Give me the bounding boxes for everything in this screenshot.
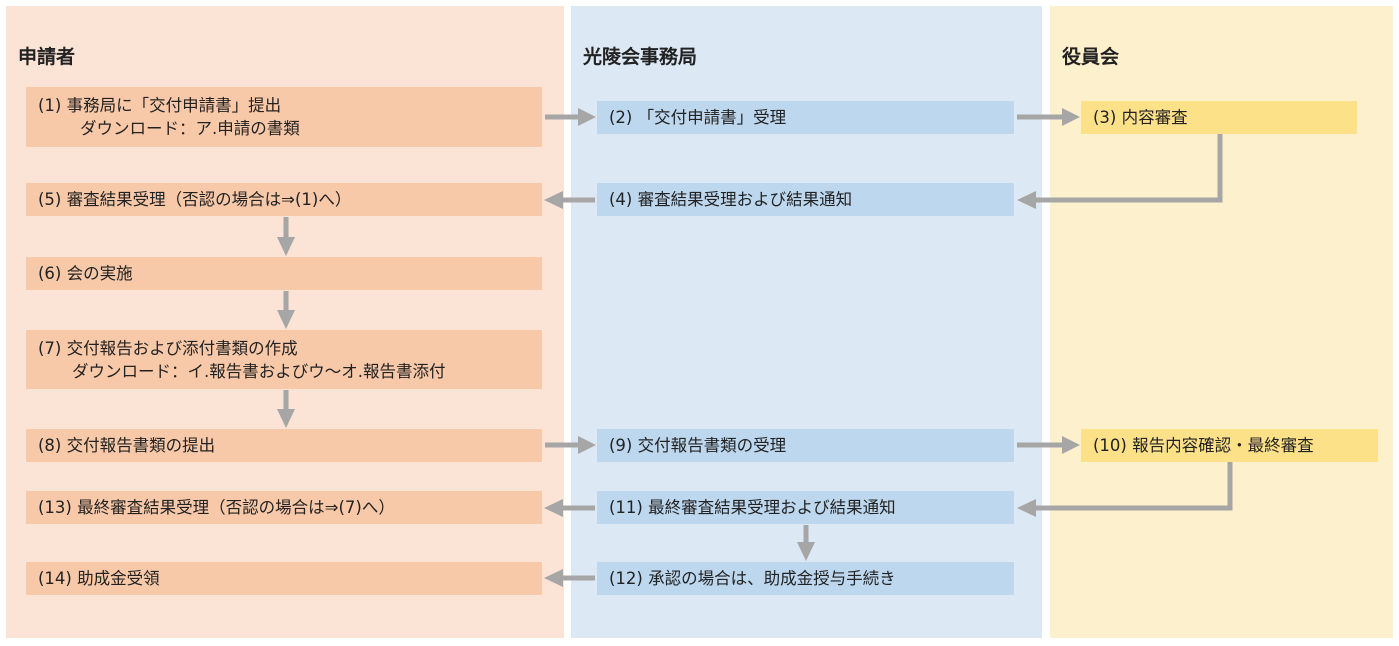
lane-title-applicant: 申請者	[18, 46, 76, 68]
step-7-download-note: ダウンロード：イ.報告書およびウ～オ.報告書添付	[72, 361, 446, 381]
step-10-label: (10) 報告内容確認・最終審査	[1093, 436, 1314, 455]
step-2-label: (2) 「交付申請書」受理	[609, 108, 787, 127]
step-2-accept-application: (2) 「交付申請書」受理	[597, 101, 1014, 134]
lane-title-board: 役員会	[1062, 46, 1120, 68]
step-6-hold-event: (6) 会の実施	[26, 257, 542, 290]
step-4-label: (4) 審査結果受理および結果通知	[609, 190, 853, 209]
step-5-label: (5) 審査結果受理（否認の場合は⇒(1)へ）	[38, 190, 352, 209]
lane-title-office: 光陵会事務局	[583, 46, 698, 68]
step-13-label: (13) 最終審査結果受理（否認の場合は⇒(7)へ）	[38, 498, 395, 517]
step-14-label: (14) 助成金受領	[38, 569, 160, 588]
step-5-receive-review-result: (5) 審査結果受理（否認の場合は⇒(1)へ）	[26, 183, 542, 216]
step-12-grant-procedure: (12) 承認の場合は、助成金授与手続き	[597, 562, 1014, 595]
step-13-receive-final-result: (13) 最終審査結果受理（否認の場合は⇒(7)へ）	[26, 491, 542, 524]
step-11-label: (11) 最終審査結果受理および結果通知	[609, 498, 896, 517]
step-1-label: (1) 事務局に「交付申請書」提出	[38, 96, 282, 115]
step-12-label: (12) 承認の場合は、助成金授与手続き	[609, 569, 896, 588]
step-14-receive-grant: (14) 助成金受領	[26, 562, 542, 595]
step-8-label: (8) 交付報告書類の提出	[38, 436, 216, 455]
step-11-notify-final-result: (11) 最終審査結果受理および結果通知	[597, 491, 1014, 524]
step-3-content-review: (3) 内容審査	[1081, 101, 1357, 134]
step-6-label: (6) 会の実施	[38, 264, 133, 283]
step-10-final-review: (10) 報告内容確認・最終審査	[1081, 429, 1378, 462]
step-7-prepare-report: (7) 交付報告および添付書類の作成 ダウンロード：イ.報告書およびウ～オ.報告…	[26, 330, 542, 389]
step-4-notify-review-result: (4) 審査結果受理および結果通知	[597, 183, 1014, 216]
step-9-label: (9) 交付報告書類の受理	[609, 436, 787, 455]
step-8-submit-report: (8) 交付報告書類の提出	[26, 429, 542, 462]
step-9-accept-report: (9) 交付報告書類の受理	[597, 429, 1014, 462]
step-1-submit-application: (1) 事務局に「交付申請書」提出 ダウンロード：ア.申請の書類	[26, 87, 542, 147]
step-7-label: (7) 交付報告および添付書類の作成	[38, 338, 298, 358]
step-3-label: (3) 内容審査	[1093, 108, 1188, 127]
step-1-download-note: ダウンロード：ア.申請の書類	[80, 119, 300, 138]
